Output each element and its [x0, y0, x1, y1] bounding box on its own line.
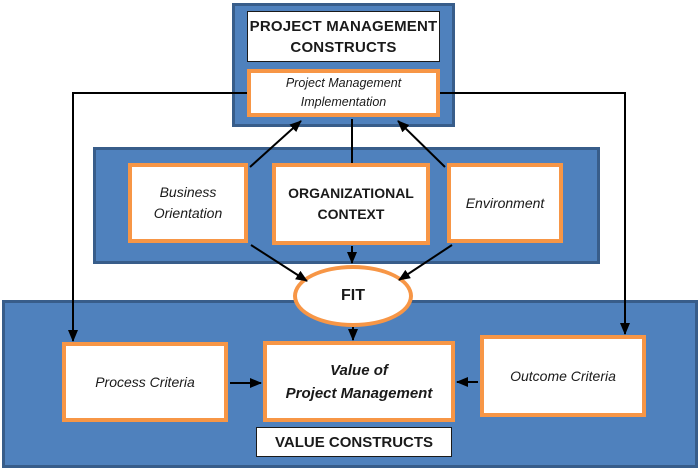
value-constructs-heading: VALUE CONSTRUCTS	[256, 427, 452, 457]
outcome-criteria-box: Outcome Criteria	[480, 335, 646, 417]
environment-box: Environment	[447, 163, 563, 243]
organizational-context-box: ORGANIZATIONAL CONTEXT	[272, 163, 430, 245]
fit-label: FIT	[341, 287, 365, 304]
fit-ellipse: FIT	[293, 265, 413, 327]
value-of-project-management-box: Value of Project Management	[263, 341, 455, 422]
process-criteria-box: Process Criteria	[62, 342, 228, 422]
business-orientation-box: Business Orientation	[128, 163, 248, 243]
project-management-constructs-heading: PROJECT MANAGEMENT CONSTRUCTS	[247, 11, 440, 62]
project-management-implementation-box: Project Management Implementation	[247, 69, 440, 117]
